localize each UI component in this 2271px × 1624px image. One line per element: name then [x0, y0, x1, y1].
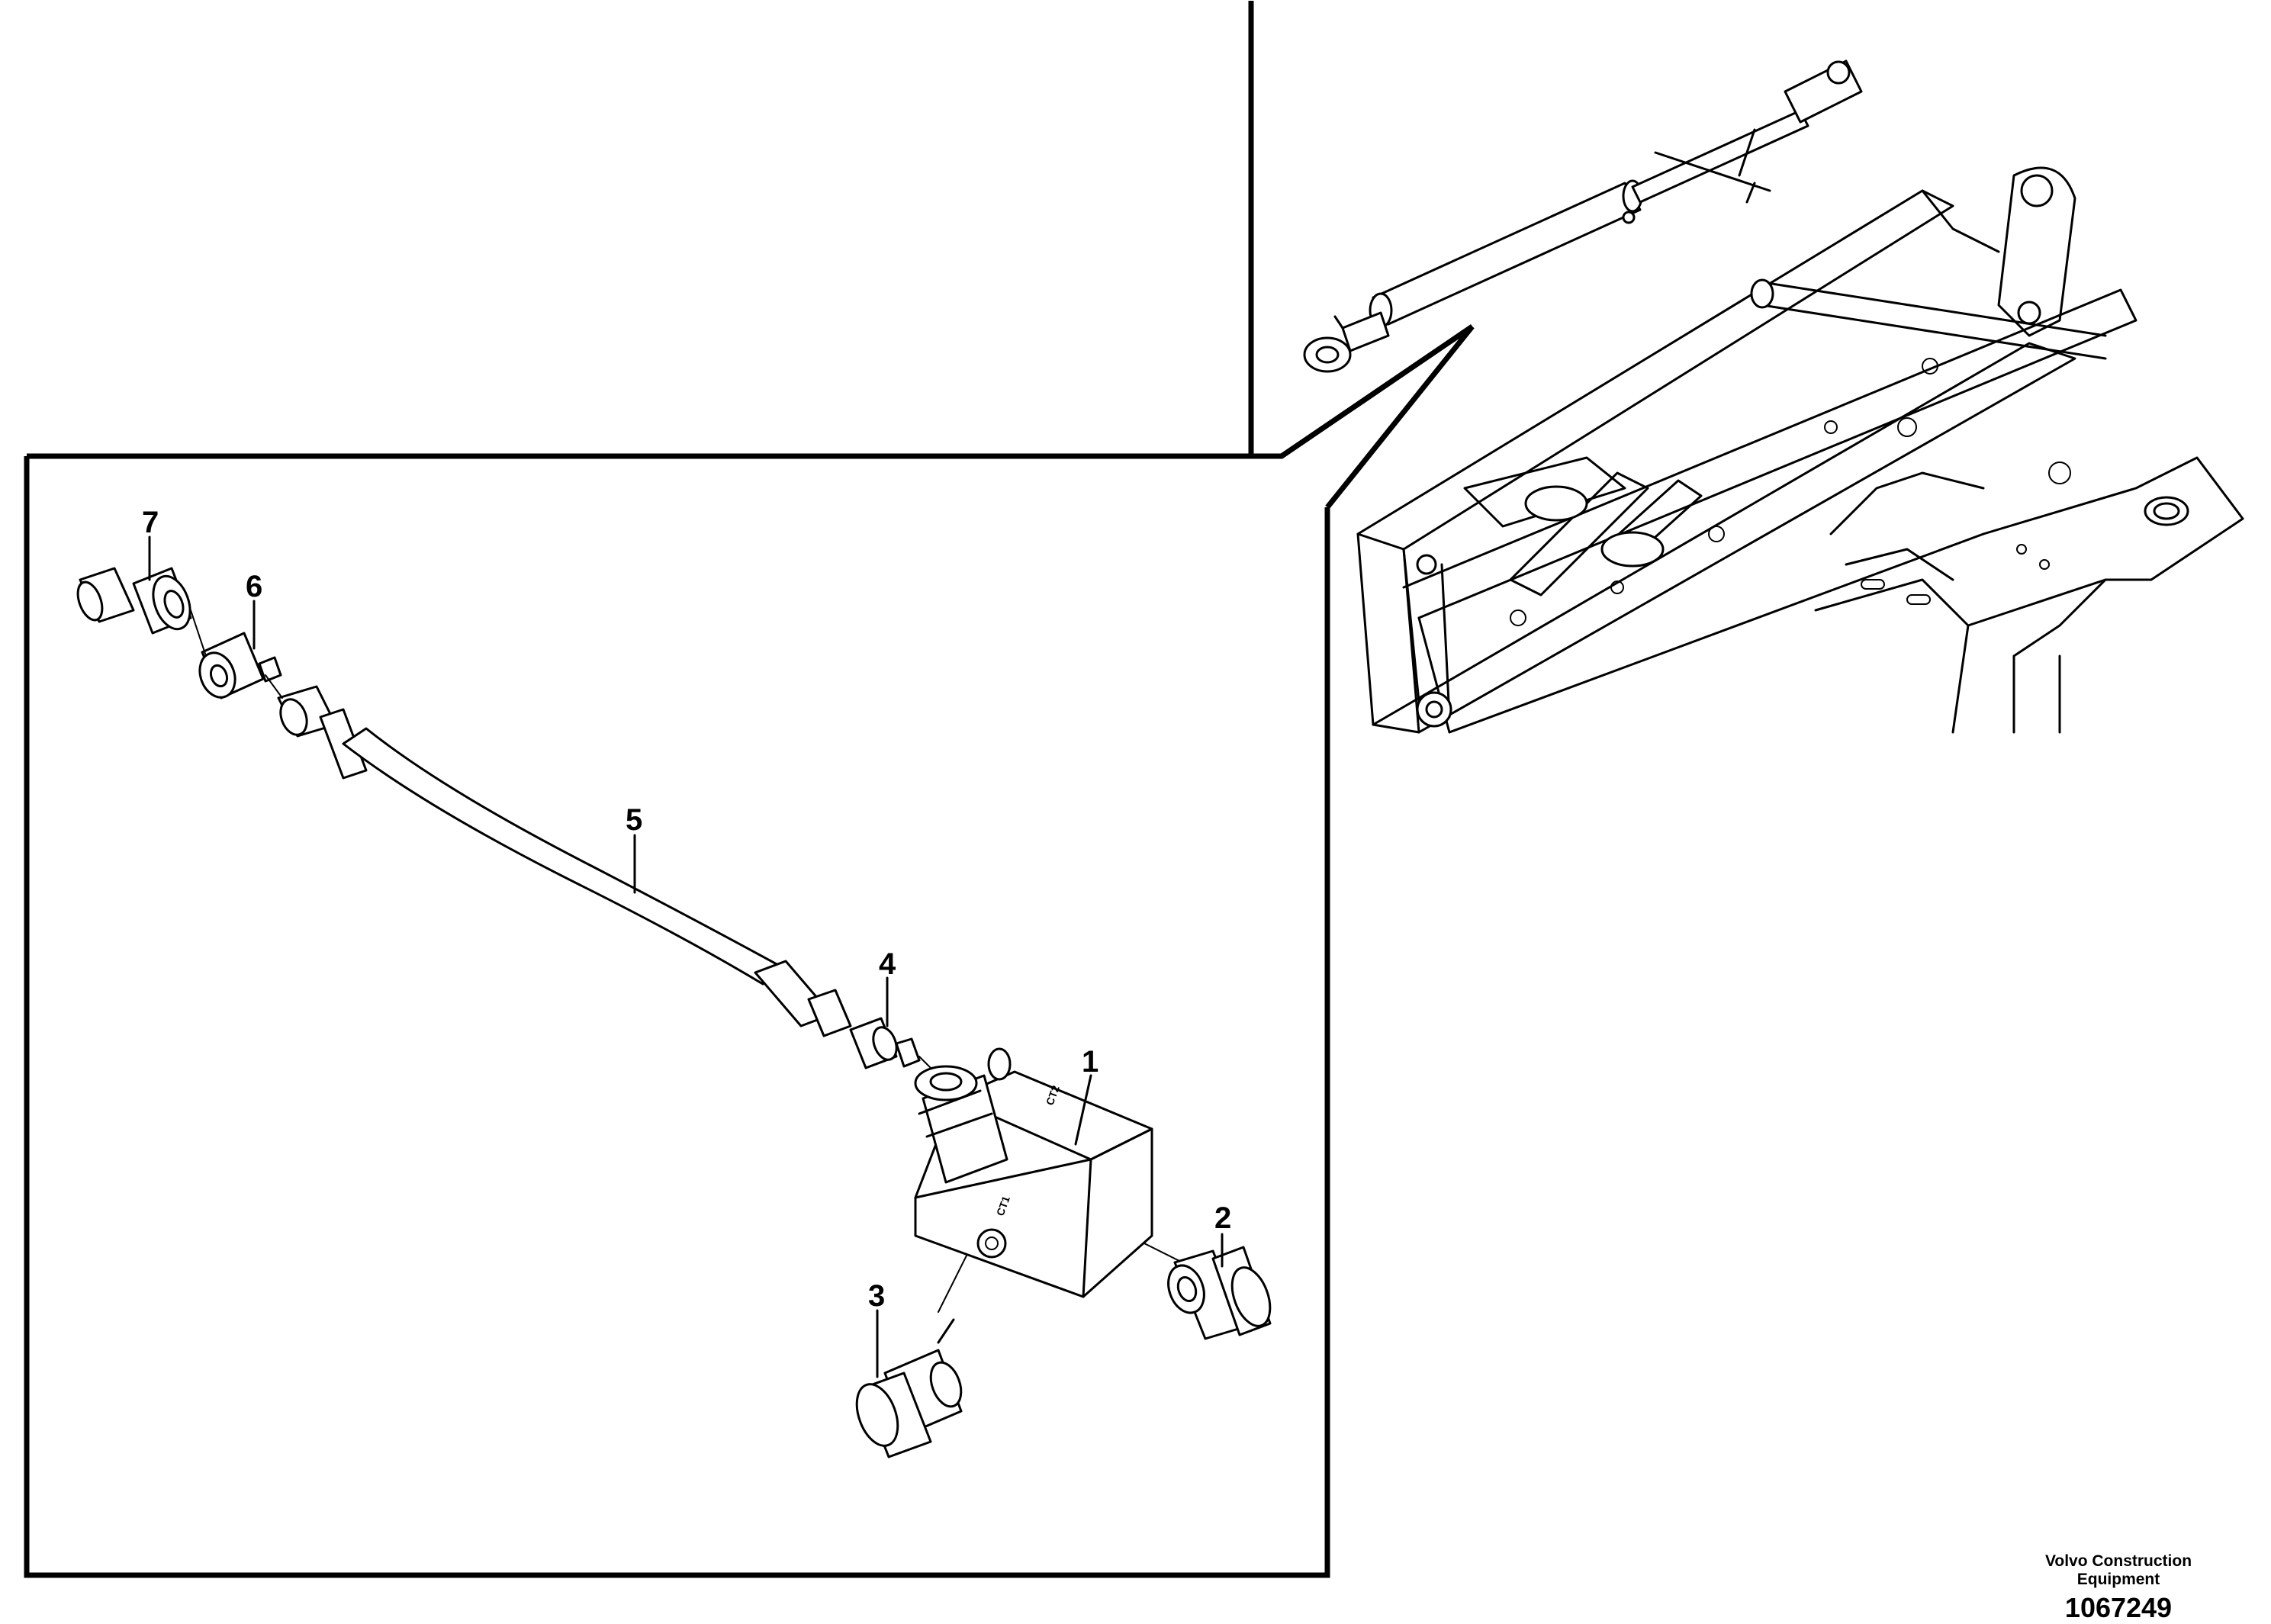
- part-2-fitting: [1167, 1246, 1272, 1340]
- callout-3: 3: [868, 1279, 885, 1313]
- company-name-line1: Volvo Construction: [2044, 1552, 2192, 1570]
- zoom-leader: [1280, 324, 1474, 458]
- part-4-adapter: [849, 1017, 921, 1069]
- part-5-hose: [277, 685, 852, 1037]
- part-3-fitting: [855, 1318, 963, 1458]
- callout-6: 6: [246, 570, 262, 603]
- part-6-swivel-fitting: [198, 632, 282, 699]
- document-number: 1067249: [2064, 1592, 2173, 1623]
- callout-1: 1: [1082, 1045, 1099, 1079]
- detail-frame: [24, 1, 1475, 1578]
- callout-4: 4: [879, 947, 896, 981]
- callout-leaders: [148, 535, 1224, 1378]
- part-1-valve-block: CT2 CT1: [914, 1047, 1153, 1298]
- overview-lift-frame: [1356, 166, 2244, 734]
- callout-2: 2: [1214, 1201, 1231, 1235]
- callout-5: 5: [626, 803, 642, 837]
- company-name-line2: Equipment: [2076, 1571, 2160, 1588]
- part-7-adapter: [76, 567, 192, 635]
- callout-7: 7: [142, 506, 159, 539]
- overview-cylinder: [1303, 59, 1863, 373]
- footer-block: Volvo Construction Equipment 1067249: [2019, 1552, 2218, 1624]
